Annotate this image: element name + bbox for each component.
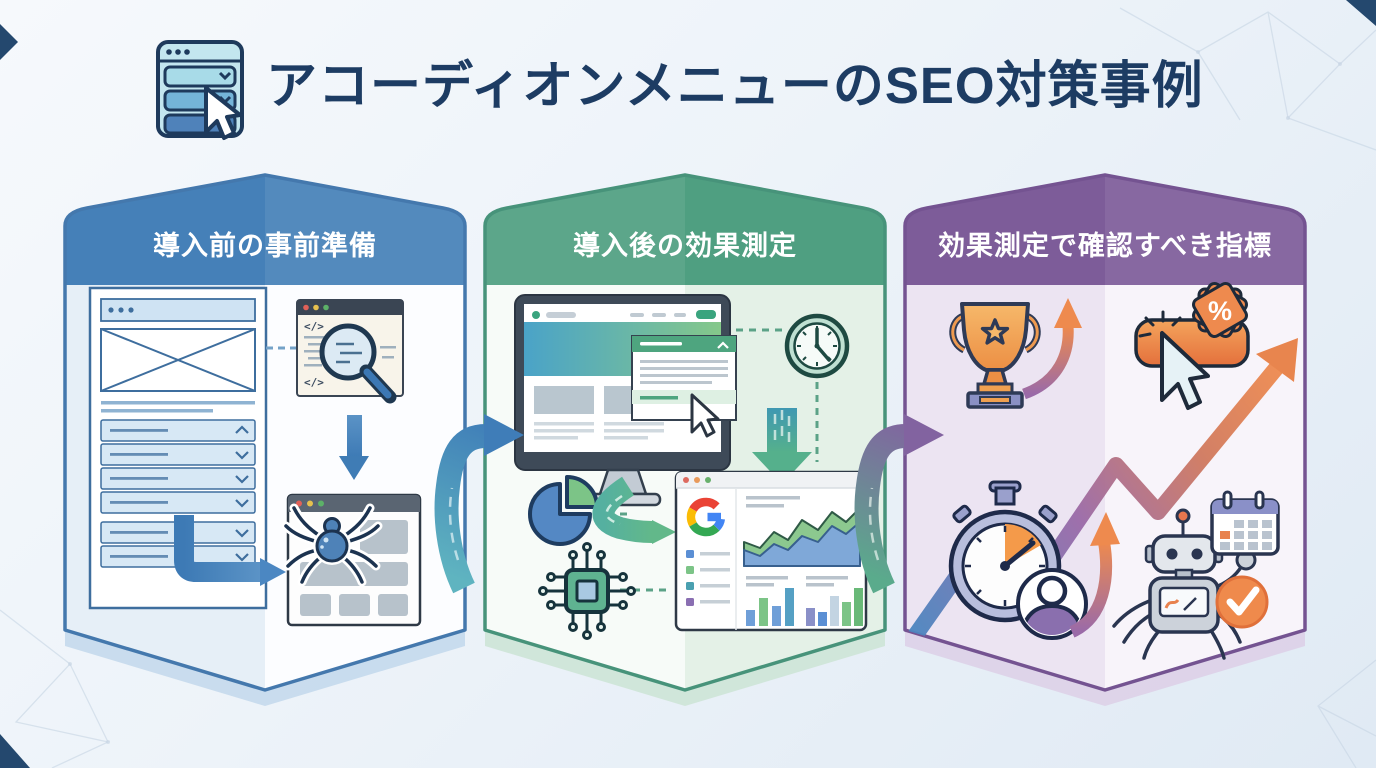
trophy-icon bbox=[949, 298, 1082, 409]
code-glyph-bottom: </> bbox=[304, 376, 324, 389]
flow-curve-arrow-icon bbox=[592, 476, 676, 544]
code-inspection-window-icon: </> </> bbox=[296, 299, 404, 404]
accordion-window-cursor-icon bbox=[156, 40, 244, 140]
panel-header-band bbox=[65, 175, 465, 285]
stopwatch-icon bbox=[948, 480, 1120, 640]
panel-header-band bbox=[905, 175, 1305, 285]
spider-icon bbox=[281, 503, 383, 587]
click-burst bbox=[1138, 310, 1182, 338]
cursor-icon bbox=[1160, 331, 1210, 410]
percent-label: % bbox=[1208, 296, 1232, 326]
curve-up-arrow bbox=[1021, 325, 1074, 400]
code-glyph-top: </> bbox=[304, 320, 324, 333]
calendar-icon bbox=[1210, 490, 1280, 556]
google-logo bbox=[686, 497, 726, 537]
bar-chart-left bbox=[746, 576, 794, 626]
panel-before-introduction: </> </> bbox=[63, 173, 467, 706]
panel-metrics: % bbox=[903, 173, 1307, 706]
down-arrow-icon bbox=[339, 415, 369, 480]
star-icon bbox=[980, 318, 1010, 345]
robot-crawler-icon bbox=[1112, 508, 1257, 660]
panel-title-metrics: 効果測定で確認すべき指標 bbox=[938, 230, 1272, 261]
accordion-rows bbox=[100, 419, 256, 568]
percent-badge-icon: % bbox=[1192, 282, 1248, 338]
network-lines bbox=[0, 7, 1376, 768]
crawler-spider-window-icon bbox=[281, 493, 422, 627]
ai-chip-icon bbox=[538, 542, 636, 640]
network-dots bbox=[68, 50, 1342, 744]
panel-header-band bbox=[485, 175, 885, 285]
check-circle-icon bbox=[1215, 575, 1269, 629]
clock-icon bbox=[784, 313, 850, 379]
panel-title-after: 導入後の効果測定 bbox=[573, 230, 797, 261]
panel-effect-measurement: 導入後の効果測定 bbox=[483, 173, 887, 706]
panel-title-before: 導入前の事前準備 bbox=[153, 230, 377, 261]
magnifier-icon bbox=[319, 323, 397, 404]
user-icon bbox=[1016, 568, 1088, 640]
accordion-popup-icon bbox=[631, 335, 737, 421]
cursor-icon bbox=[204, 86, 242, 140]
page-title: アコーディオンメニューのSEO対策事例 bbox=[266, 57, 1204, 114]
cursor-icon bbox=[690, 393, 720, 438]
google-analytics-window-icon bbox=[674, 470, 868, 632]
curve-up-arrow bbox=[1069, 541, 1112, 638]
bar-chart-right bbox=[806, 576, 863, 626]
elbow-arrow-icon bbox=[174, 515, 286, 586]
analytics-sidebar bbox=[686, 550, 730, 606]
flow-down-arrow-icon bbox=[752, 408, 812, 484]
